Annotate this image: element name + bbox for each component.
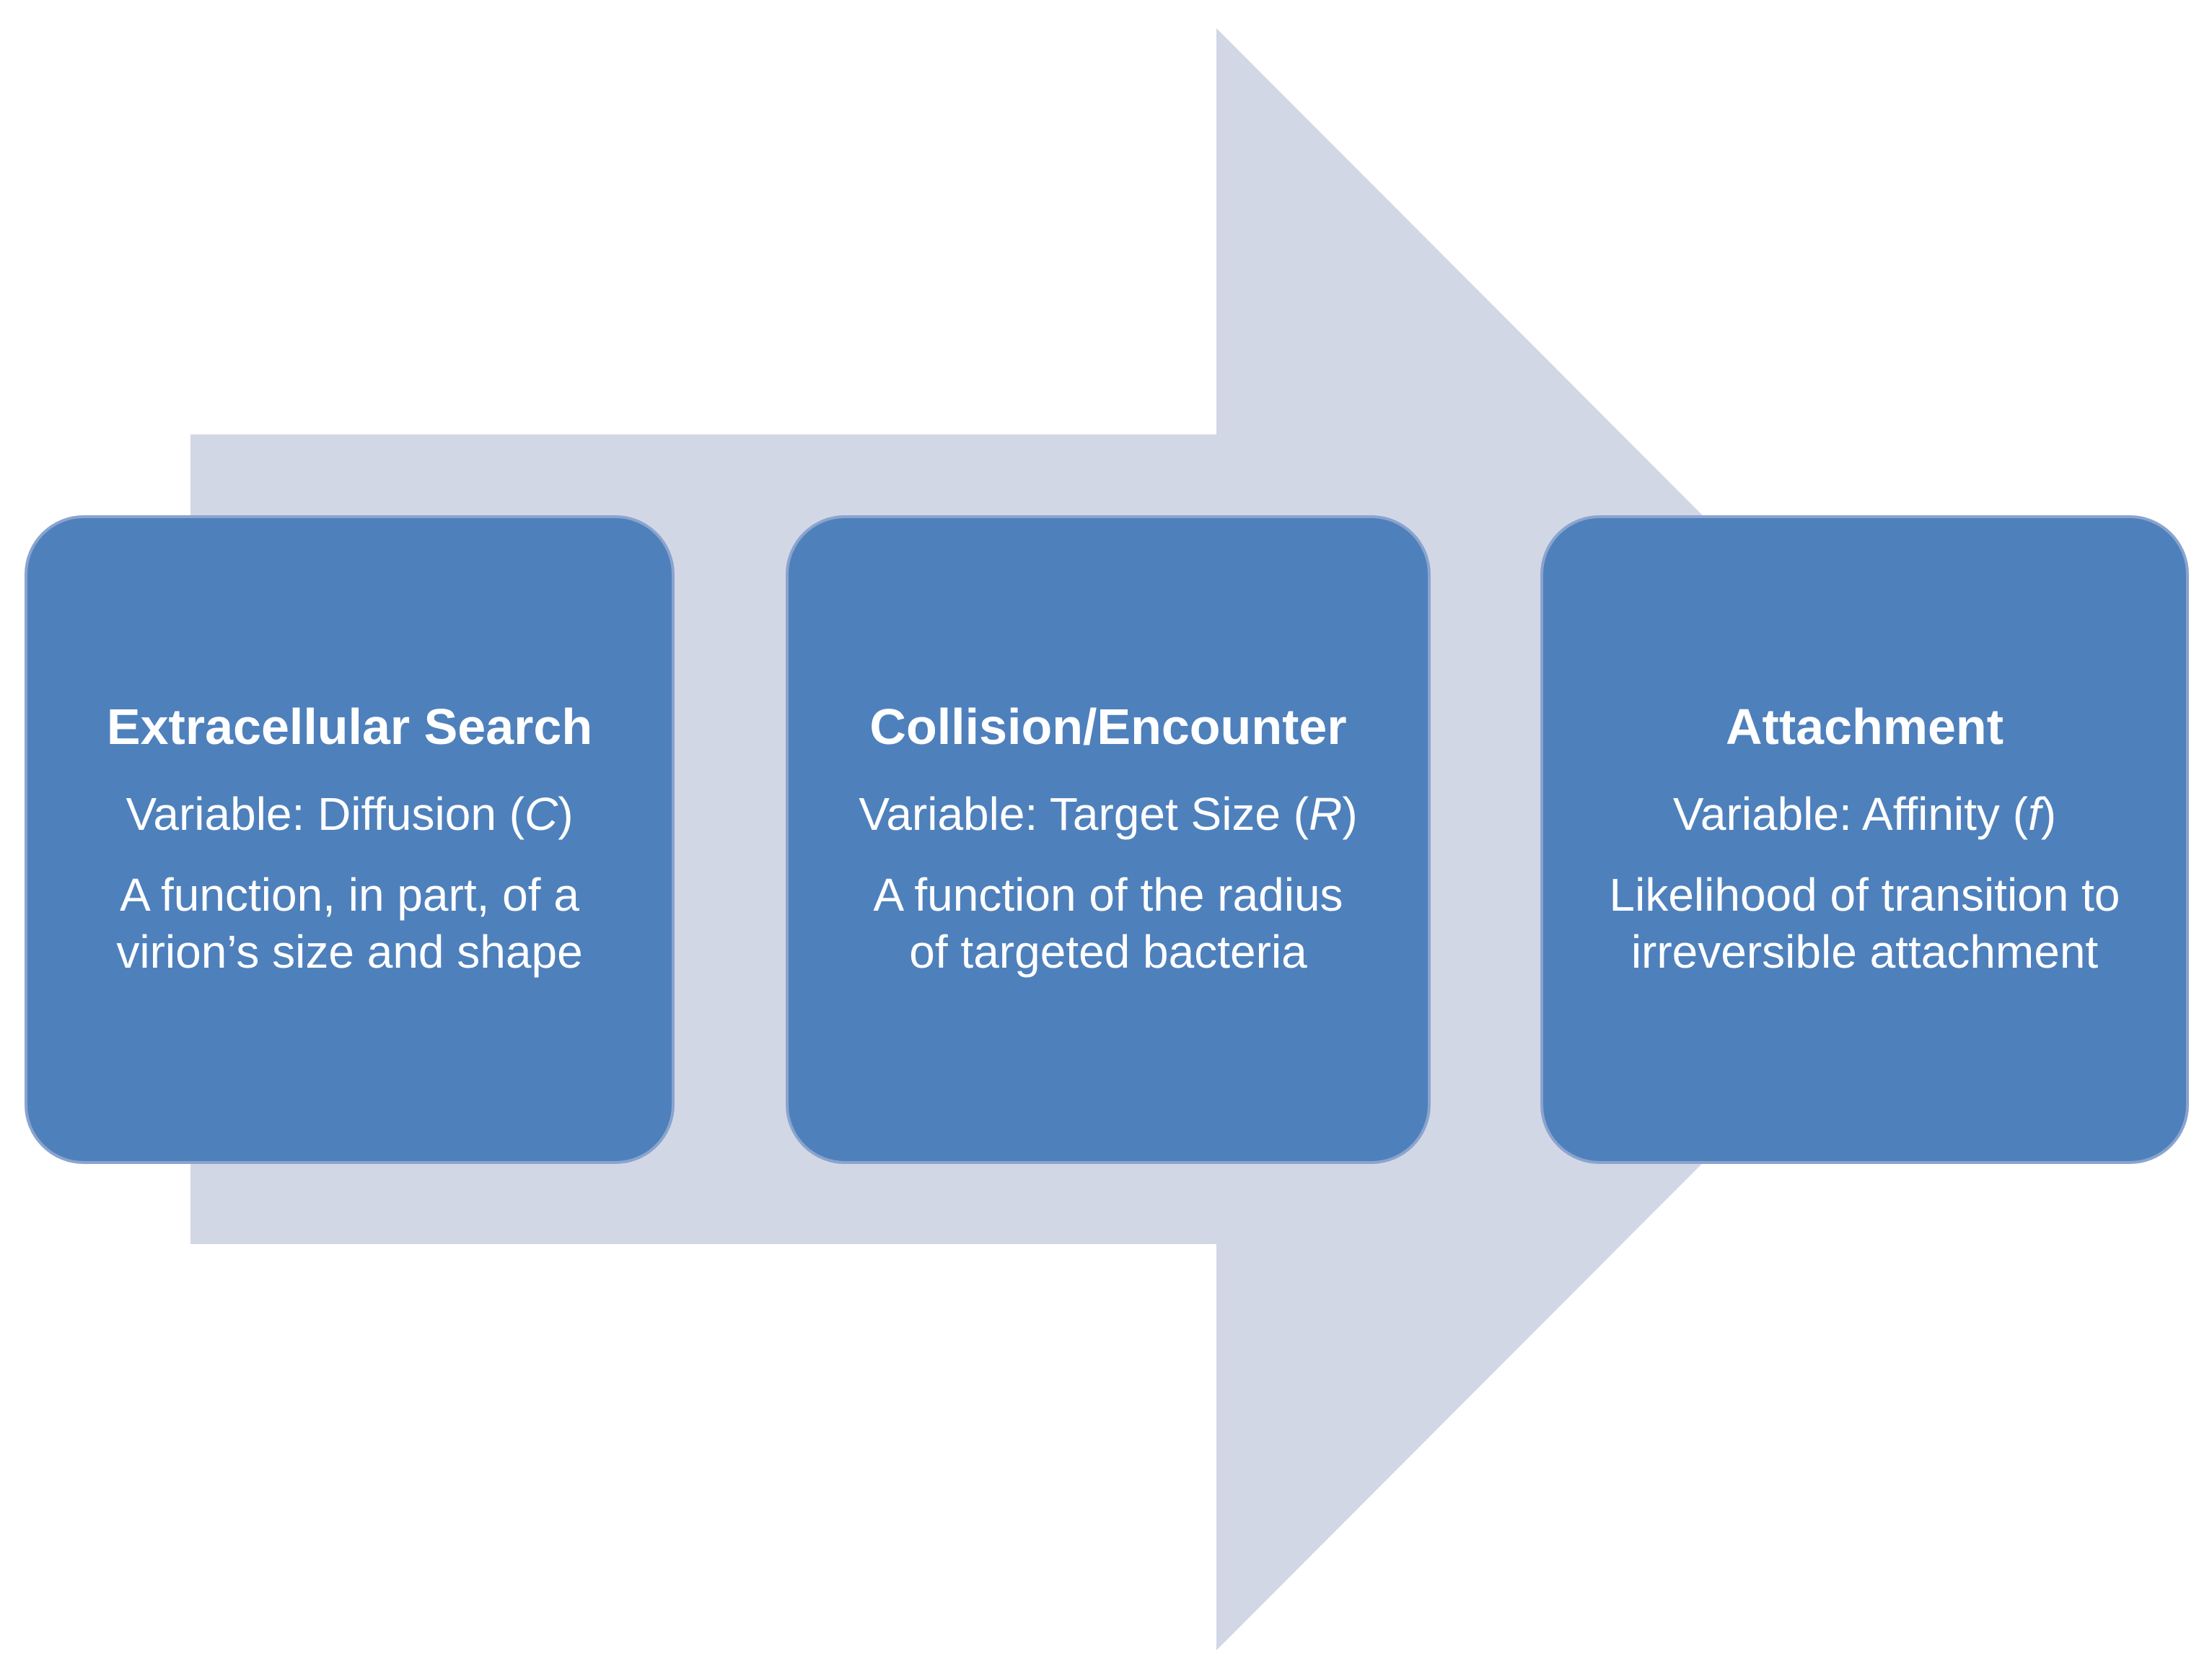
variable-symbol: C [525, 787, 558, 840]
stage-title: Extracellular Search [106, 699, 593, 756]
variable-suffix: ) [558, 787, 574, 840]
variable-symbol: R [1309, 787, 1343, 840]
stage-title: Attachment [1725, 699, 2004, 756]
variable-prefix: Variable: Diffusion ( [126, 787, 525, 840]
stage-title: Collision/Encounter [869, 699, 1347, 756]
variable-prefix: Variable: Affinity ( [1672, 787, 2028, 840]
stage-box-extracellular-search: Extracellular Search Variable: Diffusion… [25, 515, 675, 1164]
variable-symbol: f [2028, 787, 2041, 840]
variable-suffix: ) [2040, 787, 2057, 840]
stage-box-attachment: Attachment Variable: Affinity (f) Likeli… [1540, 515, 2189, 1164]
stage-variable: Variable: Diffusion (C) [126, 787, 573, 842]
stage-description: A function of the radius of targeted bac… [873, 868, 1343, 979]
stage-variable: Variable: Target Size (R) [859, 787, 1357, 842]
stage-description: Likelihood of transition to irreversible… [1609, 868, 2120, 979]
variable-suffix: ) [1342, 787, 1358, 840]
stage-variable: Variable: Affinity (f) [1673, 787, 2056, 842]
stage-description: A function, in part, of a virion’s size … [116, 868, 583, 979]
stage-box-collision-encounter: Collision/Encounter Variable: Target Siz… [786, 515, 1431, 1164]
variable-prefix: Variable: Target Size ( [859, 787, 1309, 840]
